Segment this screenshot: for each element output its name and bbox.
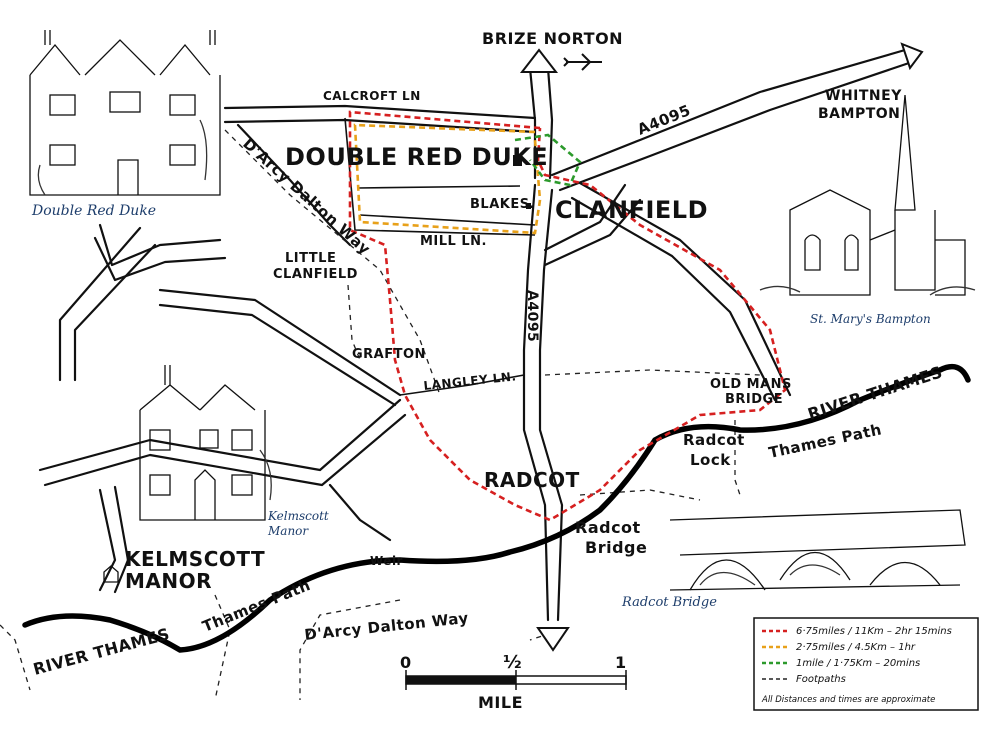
legend-label-0: 6·75miles / 11Km – 2hr 15mins — [796, 626, 952, 637]
label-radcot-bridge-2: Bridge — [585, 538, 647, 557]
plane-icon — [563, 53, 602, 71]
scale-bar: 0 ½ 1 MILE — [400, 652, 627, 712]
scale-one: 1 — [615, 653, 627, 672]
caption-kelmscott-2: Manor — [267, 524, 309, 538]
road-network — [38, 48, 914, 622]
label-double-red-duke: DOUBLE RED DUKE — [285, 143, 548, 171]
legend: 6·75miles / 11Km – 2hr 15mins 2·75miles /… — [753, 617, 979, 711]
scale-unit: MILE — [478, 693, 523, 712]
radcot-bridge-sketch — [669, 509, 966, 591]
label-little-clanfield-2: CLANFIELD — [273, 267, 358, 282]
label-brize-norton: BRIZE NORTON — [482, 29, 623, 48]
kelmscott-manor-sketch — [139, 365, 272, 521]
label-whitney: WHITNEY — [825, 88, 902, 104]
label-grafton: GRAFTON — [352, 347, 426, 362]
blakes-marker — [526, 203, 531, 209]
sketch-captions: Double Red Duke St. Mary's Bampton Kelms… — [31, 203, 931, 610]
label-calcroft-lane: CALCROFT LN — [323, 89, 421, 103]
label-river-thames-right: RIVER THAMES — [805, 362, 945, 424]
legend-box — [753, 617, 979, 711]
route-orange — [353, 123, 542, 235]
arrow-whitney — [900, 42, 924, 71]
label-clanfield: CLANFIELD — [555, 196, 708, 224]
label-radcot-lock-2: Lock — [690, 451, 731, 469]
legend-label-3: Footpaths — [796, 674, 846, 685]
label-a4095-top: A4095 — [635, 101, 694, 139]
label-thames-path-left: Thames Path — [200, 576, 313, 636]
place-labels: BRIZE NORTON WHITNEY BAMPTON DOUBLE RED … — [125, 29, 902, 593]
caption-st-marys: St. Mary's Bampton — [810, 312, 931, 326]
label-weir: Weir — [370, 554, 403, 568]
footpaths — [0, 129, 761, 701]
label-a4095-vertical: A4095 — [524, 290, 540, 342]
arrow-south — [536, 627, 570, 652]
st-marys-church-sketch — [759, 94, 976, 296]
label-langley-lane: LANGLEY LN. — [423, 369, 517, 393]
caption-radcot-bridge: Radcot Bridge — [621, 595, 717, 610]
kelmscott-house-icon — [103, 565, 119, 583]
legend-note: All Distances and times are approximate — [761, 695, 935, 705]
label-old-mans-1: OLD MANS — [710, 377, 792, 392]
legend-label-1: 2·75miles / 4.5Km – 1hr — [796, 642, 916, 653]
river-thames — [22, 363, 971, 653]
scale-zero: 0 — [400, 653, 412, 672]
arrow-brize-norton — [519, 48, 559, 73]
double-red-duke-sketch — [29, 30, 221, 196]
label-mill-lane: MILL LN. — [420, 234, 487, 249]
label-darcy-way-bottom: D'Arcy Dalton Way — [304, 609, 470, 644]
scale-half: ½ — [503, 652, 522, 673]
label-bampton: BAMPTON — [818, 106, 900, 122]
label-little-clanfield-1: LITTLE — [285, 251, 336, 266]
label-kelmscott-1: KELMSCOTT — [125, 547, 265, 571]
route-red — [348, 110, 787, 522]
legend-label-2: 1mile / 1·75Km – 20mins — [796, 658, 920, 669]
pub-marker — [513, 155, 522, 166]
label-old-mans-2: BRIDGE — [725, 392, 783, 407]
label-radcot-lock-1: Radcot — [683, 431, 745, 449]
label-radcot-bridge-1: Radcot — [575, 518, 641, 537]
caption-double-red-duke: Double Red Duke — [31, 203, 156, 219]
label-blakes: BLAKES. — [470, 197, 535, 212]
label-kelmscott-2: MANOR — [125, 569, 212, 593]
scale-bar-filled — [406, 676, 516, 684]
caption-kelmscott-1: Kelmscott — [267, 509, 329, 523]
label-river-thames-left: RIVER THAMES — [31, 624, 172, 679]
label-radcot: RADCOT — [484, 468, 580, 492]
